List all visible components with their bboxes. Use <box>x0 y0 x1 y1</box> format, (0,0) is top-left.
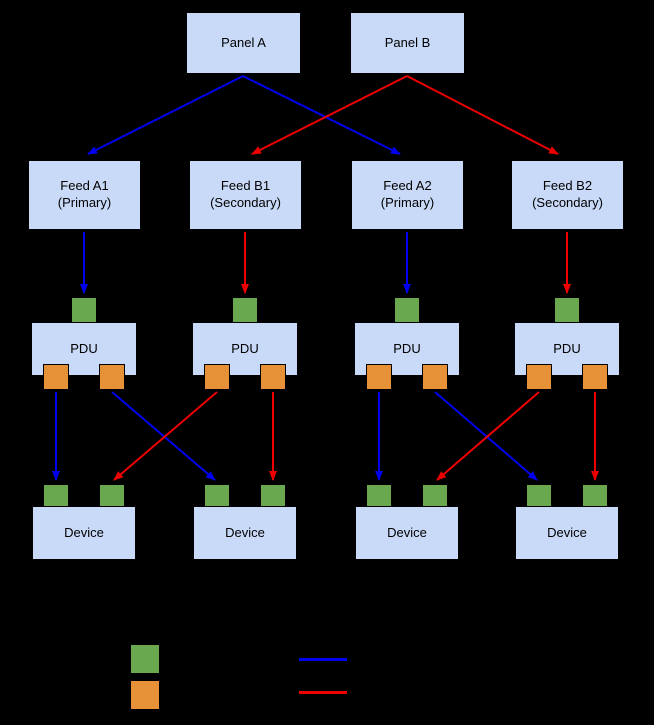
pdu-3-label: PDU <box>393 340 421 356</box>
pdu-1-label: PDU <box>70 340 98 356</box>
feed-b2-box: Feed B2 (Secondary) <box>511 160 624 230</box>
device-1-box: Device <box>32 506 136 560</box>
pdu-4-label: PDU <box>553 340 581 356</box>
device-1-input-port-right <box>99 484 125 510</box>
device-2-input-port-left <box>204 484 230 510</box>
device-1-input-port-left <box>43 484 69 510</box>
arrow-panel-a-feed-a2 <box>242 75 401 155</box>
pdu-1-input-port <box>71 297 97 323</box>
legend-primary-path-line <box>299 658 347 661</box>
pdu-3-output-port-left <box>366 364 392 390</box>
arrow-pdu-1-device-2 <box>111 391 216 481</box>
pdu-4-output-port-left <box>526 364 552 390</box>
feed-a1-role: (Primary) <box>57 195 112 210</box>
device-4-box: Device <box>515 506 619 560</box>
arrow-panel-a-feed-a1 <box>87 75 244 155</box>
pdu-4-output-port-right <box>582 364 608 390</box>
legend-secondary-path-line <box>299 691 347 694</box>
feed-a2-role: (Primary) <box>380 195 435 210</box>
pdu-2-output-port-right <box>260 364 286 390</box>
feed-a1-box: Feed A1 (Primary) <box>28 160 141 230</box>
device-1-label: Device <box>64 524 104 540</box>
pdu-1-output-port-right <box>99 364 125 390</box>
device-4-input-port-right <box>582 484 608 510</box>
legend-input-port-swatch <box>130 644 160 674</box>
panel-a-label: Panel A <box>221 34 266 50</box>
device-2-label: Device <box>225 524 265 540</box>
device-4-label: Device <box>547 524 587 540</box>
feed-b2-name: Feed B2 <box>542 178 593 194</box>
feed-b1-name: Feed B1 <box>220 178 271 194</box>
pdu-2-input-port <box>232 297 258 323</box>
device-3-label: Device <box>387 524 427 540</box>
arrow-pdu-4-device-3 <box>436 391 540 481</box>
feed-a2-box: Feed A2 (Primary) <box>351 160 464 230</box>
arrow-panel-b-feed-b1 <box>251 75 408 155</box>
device-2-box: Device <box>193 506 297 560</box>
feed-a2-name: Feed A2 <box>383 178 432 194</box>
panel-b-label: Panel B <box>384 34 431 50</box>
device-3-box: Device <box>355 506 459 560</box>
pdu-2-output-port-left <box>204 364 230 390</box>
pdu-3-input-port <box>394 297 420 323</box>
legend-output-port-swatch <box>130 680 160 710</box>
arrow-panel-b-feed-b2 <box>406 75 559 155</box>
pdu-3-output-port-right <box>422 364 448 390</box>
panel-a-box: Panel A <box>186 12 301 74</box>
arrow-pdu-3-device-4 <box>434 391 538 481</box>
feed-b1-box: Feed B1 (Secondary) <box>189 160 302 230</box>
pdu-2-label: PDU <box>231 340 259 356</box>
feed-a1-name: Feed A1 <box>60 178 109 194</box>
panel-b-box: Panel B <box>350 12 465 74</box>
pdu-4-input-port <box>554 297 580 323</box>
feed-b1-role: (Secondary) <box>210 195 281 210</box>
feed-b2-role: (Secondary) <box>532 195 603 210</box>
pdu-1-output-port-left <box>43 364 69 390</box>
arrow-pdu-2-device-1 <box>113 391 218 481</box>
